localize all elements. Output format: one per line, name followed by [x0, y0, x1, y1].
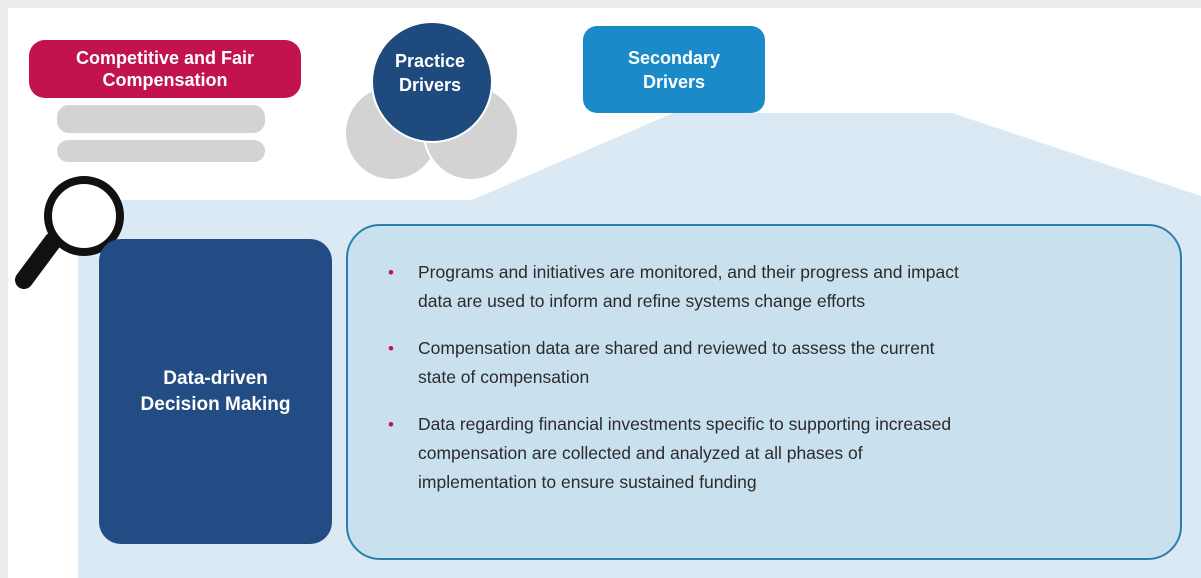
- competitive-compensation-pill: Competitive and Fair Compensation: [29, 40, 301, 98]
- magnifying-glass-icon: [15, 176, 124, 289]
- placeholder-bar-2: [57, 140, 265, 162]
- secondary-line-2: Drivers: [642, 71, 706, 92]
- driver-title-line-2: Decision Making: [140, 393, 291, 415]
- data-driven-decision-box: Data-driven Decision Making: [99, 239, 332, 544]
- bullet-2-line-1: Compensation data are shared and reviewe…: [418, 338, 935, 358]
- bullet-3-line-2: compensation are collected and analyzed …: [418, 443, 863, 463]
- bullet-1-line-2: data are used to inform and refine syste…: [418, 291, 866, 311]
- competitive-line-2: Compensation: [102, 70, 228, 90]
- secondary-drivers-box: Secondary Drivers: [583, 26, 765, 113]
- bullet-item-1: • Programs and initiatives are monitored…: [388, 258, 1156, 316]
- bullet-3-line-3: implementation to ensure sustained fundi…: [418, 472, 757, 492]
- placeholder-bar-1: [57, 105, 265, 133]
- practice-drivers-label: Practice Drivers: [360, 49, 500, 97]
- driver-title-line-1: Data-driven: [163, 367, 268, 389]
- frame-border-top: [0, 0, 1201, 8]
- bullet-marker: •: [388, 415, 394, 434]
- frame-border-left: [0, 0, 8, 578]
- secondary-line-1: Secondary: [627, 47, 721, 68]
- competitive-line-1: Competitive and Fair: [75, 48, 255, 68]
- practice-line-2: Drivers: [398, 75, 462, 95]
- bullet-list: • Programs and initiatives are monitored…: [388, 258, 1156, 497]
- bullet-item-2: • Compensation data are shared and revie…: [388, 334, 1156, 392]
- bullet-marker: •: [388, 339, 394, 358]
- venn-circle-practice: [371, 21, 493, 143]
- bullet-marker: •: [388, 263, 394, 282]
- practices-bullet-box: • Programs and initiatives are monitored…: [346, 224, 1182, 560]
- bullet-1-line-1: Programs and initiatives are monitored, …: [418, 262, 959, 282]
- practice-venn-diagram: [344, 21, 519, 180]
- practice-line-1: Practice: [394, 51, 466, 71]
- bullet-3-line-1: Data regarding financial investments spe…: [418, 414, 952, 434]
- bullet-item-3: • Data regarding financial investments s…: [388, 410, 1156, 497]
- bullet-2-line-2: state of compensation: [418, 367, 590, 387]
